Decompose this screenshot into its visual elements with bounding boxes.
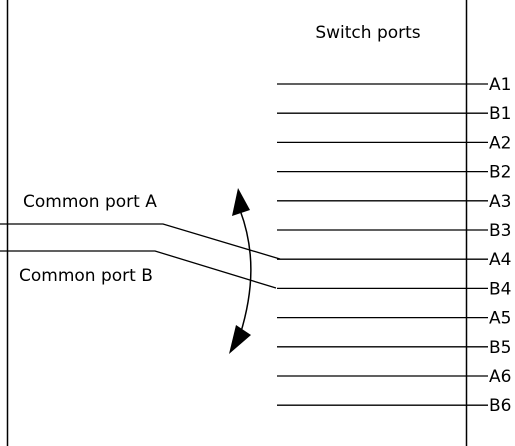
switch-rotation-arc — [239, 209, 252, 336]
switch-port-lines — [277, 83, 488, 406]
switch-port-label-b3: B3 — [489, 221, 511, 241]
switch-port-label-a6: A6 — [489, 367, 511, 387]
switch-port-label-b1: B1 — [489, 104, 511, 124]
switch-port-label-a2: A2 — [489, 133, 511, 153]
switch-ports-title: Switch ports — [315, 23, 420, 43]
switch-port-label-a4: A4 — [489, 250, 511, 270]
common-port-b-label: Common port B — [19, 266, 153, 286]
common-port-a-line — [0, 223, 281, 260]
switch-port-label-a5: A5 — [489, 309, 511, 329]
switch-port-label-a3: A3 — [489, 192, 511, 212]
switch-port-label-b4: B4 — [489, 279, 511, 299]
common-port-b-line — [0, 250, 277, 289]
switch-port-label-a1: A1 — [489, 75, 511, 95]
common-port-a-label: Common port A — [23, 192, 157, 212]
switch-port-label-b6: B6 — [489, 396, 511, 416]
arrowhead-down-icon — [229, 325, 251, 354]
arrowhead-up-icon — [232, 188, 250, 216]
switch-port-label-b2: B2 — [489, 163, 511, 183]
switch-port-label-b5: B5 — [489, 338, 511, 358]
